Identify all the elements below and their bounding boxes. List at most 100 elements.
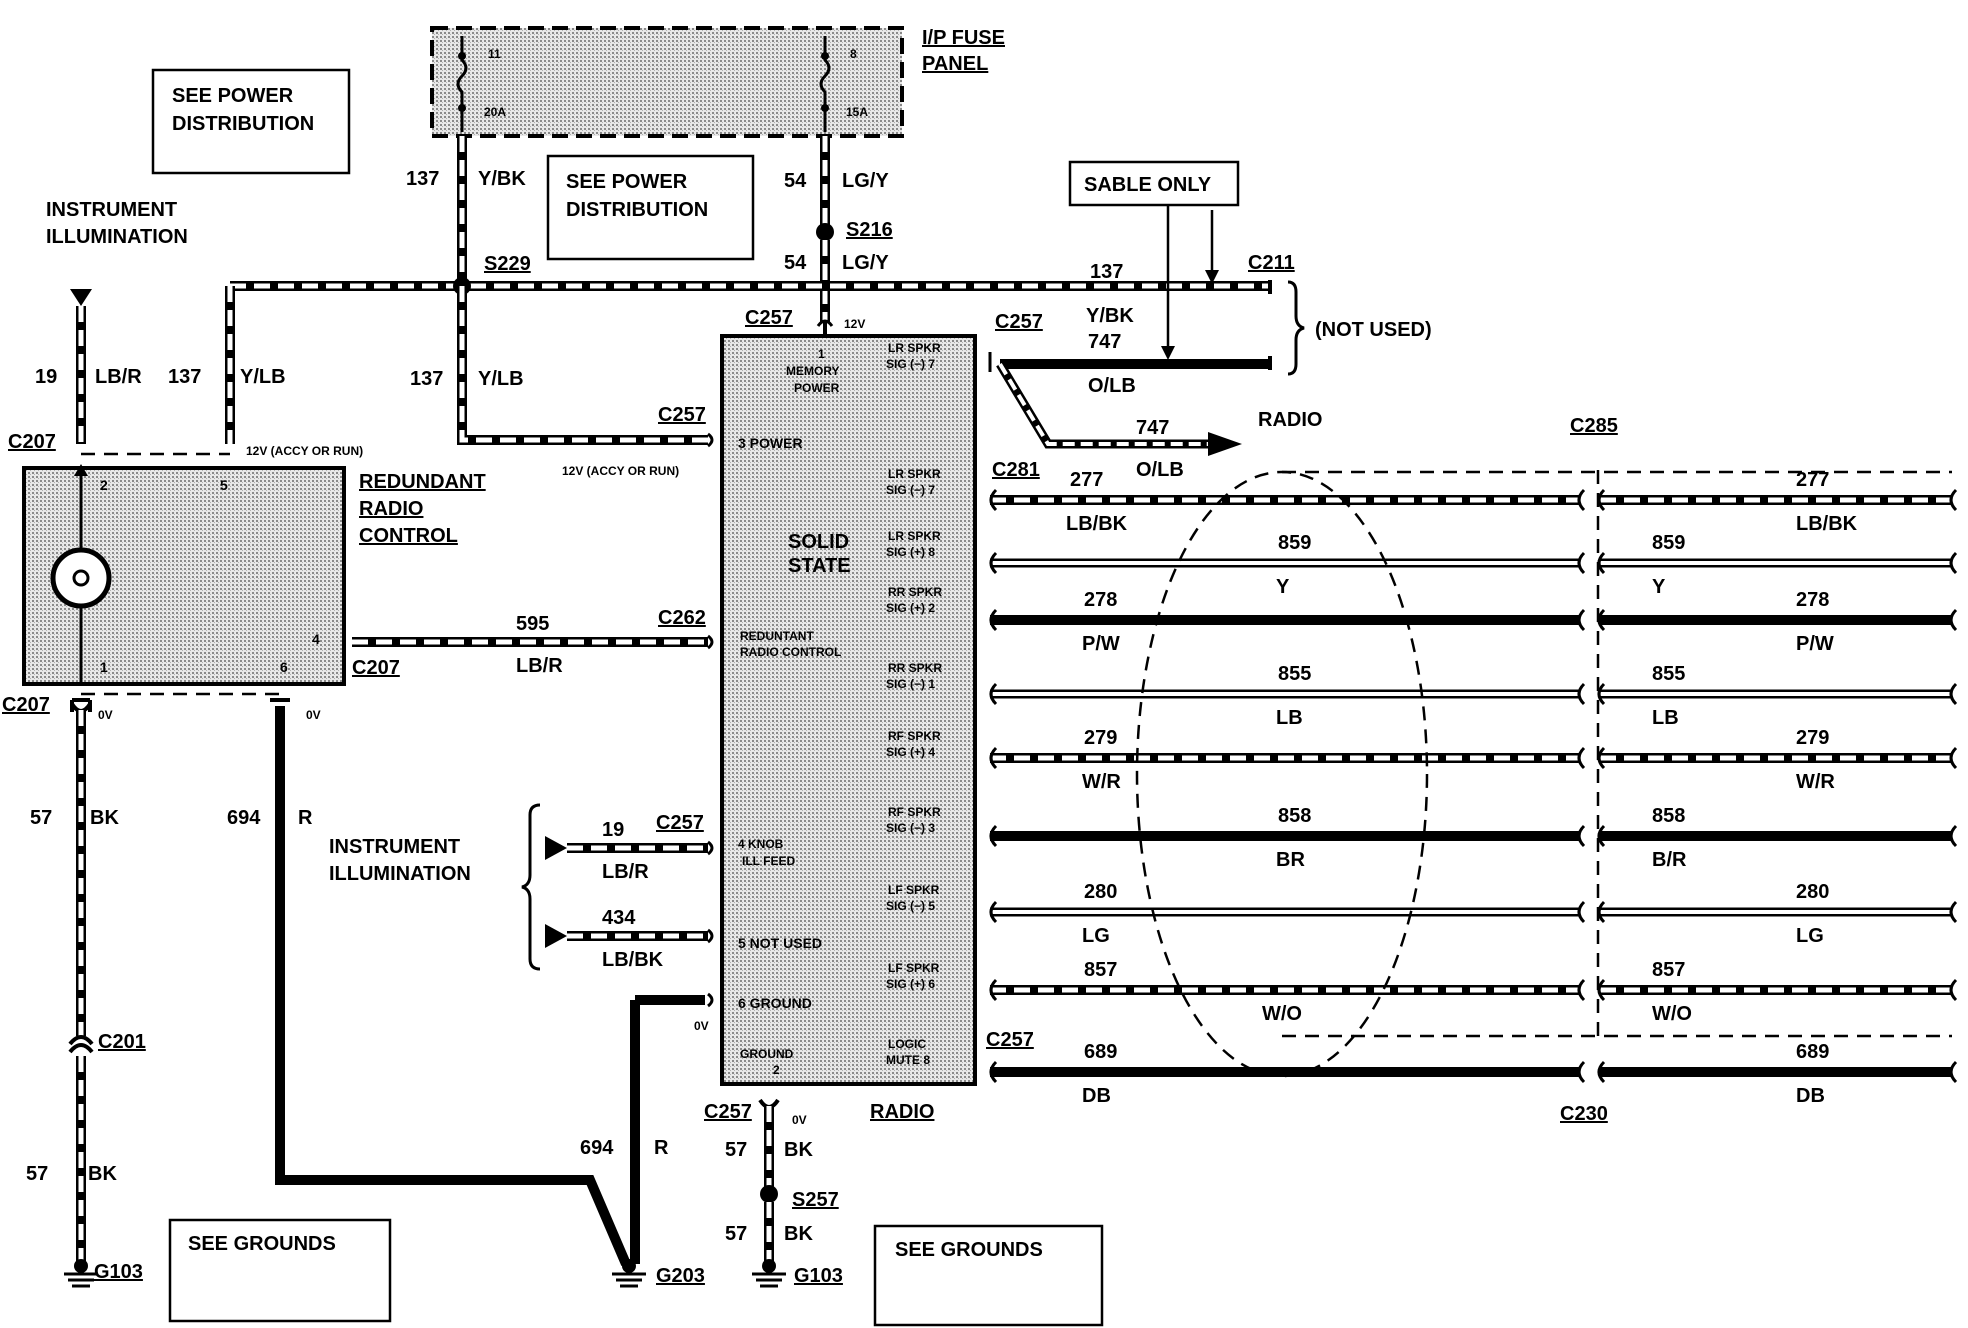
radio-pin-6: RF SPKR xyxy=(888,805,941,819)
svg-text:SEE GROUNDS: SEE GROUNDS xyxy=(895,1239,1043,1261)
wire-595-color: LB/R xyxy=(516,655,563,677)
connector-c281: C281 xyxy=(992,459,1040,481)
wire-595-number: 595 xyxy=(516,613,549,635)
speaker-wire-color: BR xyxy=(1276,849,1305,871)
note-see-power-distribution-1: SEE POWER DISTRIBUTION xyxy=(151,68,351,175)
speaker-wire-color-right: LB xyxy=(1652,707,1679,729)
connector-c207-c: C207 xyxy=(2,694,50,716)
splice-s257 xyxy=(760,1185,778,1203)
wire-54-number-mid: 54 xyxy=(784,252,807,274)
connector-c211: C211 xyxy=(1248,252,1295,274)
connector-c257-bottom: C257 xyxy=(704,1101,752,1123)
speaker-wire-color-right: LB/BK xyxy=(1796,513,1858,535)
ground-g203-label: G203 xyxy=(656,1265,705,1287)
speaker-wire-number-right: 280 xyxy=(1796,881,1829,903)
redundant-radio-control-label-3: CONTROL xyxy=(359,525,458,547)
radio-solid-state-label: SOLID xyxy=(788,531,849,553)
speaker-wire-color: Y xyxy=(1276,576,1290,598)
radio-pin-7: LF SPKR xyxy=(888,883,940,897)
speaker-wire-number: 857 xyxy=(1084,959,1117,981)
svg-text:SEE POWER: SEE POWER xyxy=(172,85,294,107)
wire-747-olb xyxy=(996,359,1270,456)
speaker-wire-number-right: 689 xyxy=(1796,1041,1829,1063)
connector-c257-illum: C257 xyxy=(656,812,704,834)
connector-c257-mute: C257 xyxy=(986,1029,1034,1051)
wire-137-number-mid: 137 xyxy=(410,368,443,390)
note-see-power-distribution-2: SEE POWER DISTRIBUTION xyxy=(546,154,755,261)
speaker-wire-color-right: DB xyxy=(1796,1085,1825,1107)
wire-747-number-a: 747 xyxy=(1088,331,1121,353)
wire-694-color-a: R xyxy=(298,807,313,829)
fuse-b-number: 8 xyxy=(850,47,857,61)
radio-memory-label: MEMORY xyxy=(786,364,840,378)
connector-c230: C230 xyxy=(1560,1103,1608,1125)
wire-137-color-top: Y/BK xyxy=(478,168,526,190)
svg-text:DISTRIBUTION: DISTRIBUTION xyxy=(566,199,708,221)
connector-c207-a: C207 xyxy=(8,431,56,453)
radio-power-pin: 3 POWER xyxy=(738,435,803,451)
instrument-illumination-label-b: INSTRUMENT xyxy=(329,836,460,858)
illumination-arrow-icon xyxy=(70,289,92,306)
splice-s216-label: S216 xyxy=(846,219,893,241)
ov-label-2: 0V xyxy=(306,708,321,722)
radio-pin-4-sig: SIG (−) 1 xyxy=(886,677,935,691)
splice-s216 xyxy=(816,223,834,241)
note-sable-only: SABLE ONLY xyxy=(1068,160,1240,207)
svg-text:6: 6 xyxy=(280,659,288,675)
wire-57-number-b: 57 xyxy=(26,1163,48,1185)
ov-label-3: 0V xyxy=(694,1019,709,1033)
svg-text:SEE GROUNDS: SEE GROUNDS xyxy=(188,1233,336,1255)
connector-c201: C201 xyxy=(98,1031,146,1053)
speaker-wire-color: W/R xyxy=(1082,771,1121,793)
wire-137-number-left: 137 xyxy=(168,366,201,388)
radio-knob-pin: 4 KNOB xyxy=(738,837,784,851)
wire-57-number-a: 57 xyxy=(30,807,52,829)
speaker-wire-color-right: Y xyxy=(1652,576,1666,598)
redundant-radio-control-label-2: RADIO xyxy=(359,498,423,520)
ov-label-4: 0V xyxy=(792,1113,807,1127)
wire-137-color-left: Y/LB xyxy=(240,366,286,388)
ip-fuse-panel: 11 20A 8 15A I/P FUSE PANEL xyxy=(430,26,1005,138)
svg-text:5: 5 xyxy=(220,477,228,493)
speaker-wire-number: 858 xyxy=(1278,805,1311,827)
speaker-wire-number: 278 xyxy=(1084,589,1117,611)
wire-137-color-c211: Y/BK xyxy=(1086,305,1134,327)
ground-g103-icon xyxy=(64,1272,98,1288)
svg-text:4: 4 xyxy=(312,631,320,647)
speaker-wire-number: 855 xyxy=(1278,663,1311,685)
fuse-panel-title: I/P FUSE xyxy=(922,27,1005,49)
wire-19-color: LB/R xyxy=(95,366,142,388)
splice-s257-label: S257 xyxy=(792,1189,839,1211)
ground-g103-b-icon xyxy=(752,1272,786,1288)
connector-c257-power: C257 xyxy=(658,404,706,426)
radio-pin-4: RR SPKR xyxy=(888,661,942,675)
speaker-wire-number: 280 xyxy=(1084,881,1117,903)
redundant-radio-control-label: REDUNDANT xyxy=(359,471,486,493)
wire-747-color-b: O/LB xyxy=(1136,459,1184,481)
instrument-illumination-label-2: ILLUMINATION xyxy=(46,226,188,248)
speaker-wire-number-right: 277 xyxy=(1796,469,1829,491)
radio-redundant-pin-2: RADIO CONTROL xyxy=(740,645,841,659)
wire-54-color-top: LG/Y xyxy=(842,170,889,192)
wire-57-color-b: BK xyxy=(88,1163,117,1185)
speaker-wire-number: 277 xyxy=(1070,469,1103,491)
wire-57-number-c: 57 xyxy=(725,1139,747,1161)
connector-c207-b: C207 xyxy=(352,657,400,679)
radio-pin-7-sig: SIG (−) 5 xyxy=(886,899,935,913)
radio-ground2-pin-2: 2 xyxy=(773,1063,780,1077)
wire-57-color-d: BK xyxy=(784,1223,813,1245)
instrument-illumination-label: INSTRUMENT xyxy=(46,199,177,221)
radio-pin-3-sig: SIG (+) 2 xyxy=(886,601,935,615)
speaker-wire-number-right: 857 xyxy=(1652,959,1685,981)
wire-137-number-top: 137 xyxy=(406,168,439,190)
svg-text:2: 2 xyxy=(100,477,108,493)
not-used-label: (NOT USED) xyxy=(1315,319,1432,341)
radio-arrow-label: RADIO xyxy=(1258,409,1322,431)
radio-ground2-pin: GROUND xyxy=(740,1047,794,1061)
